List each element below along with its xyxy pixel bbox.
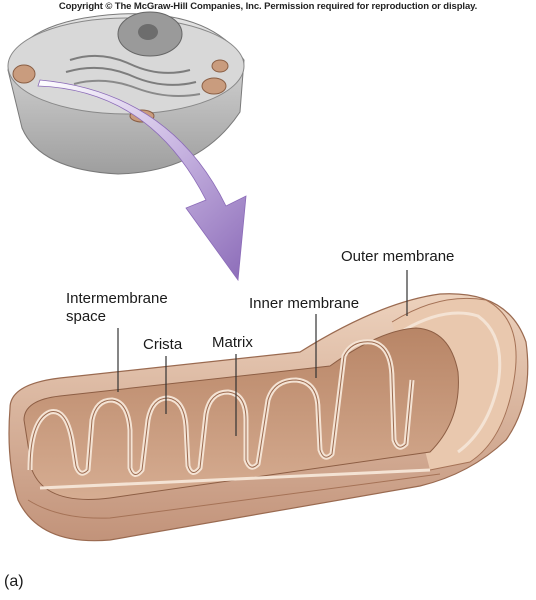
label-intermembrane-line1: Intermembrane — [66, 290, 168, 307]
cell-illustration — [7, 11, 245, 175]
label-outer-membrane: Outer membrane — [341, 248, 455, 265]
label-crista: Crista — [143, 336, 183, 353]
label-intermembrane-line2: space — [66, 308, 107, 325]
zoom-arrow — [37, 79, 247, 282]
copyright-notice: Copyright © The McGraw-Hill Companies, I… — [58, 1, 478, 12]
panel-label: (a) — [4, 573, 24, 590]
label-inner-membrane: Inner membrane — [249, 295, 360, 312]
leader-lines — [117, 270, 408, 436]
label-matrix: Matrix — [212, 334, 253, 351]
mitochondrion — [8, 293, 529, 542]
